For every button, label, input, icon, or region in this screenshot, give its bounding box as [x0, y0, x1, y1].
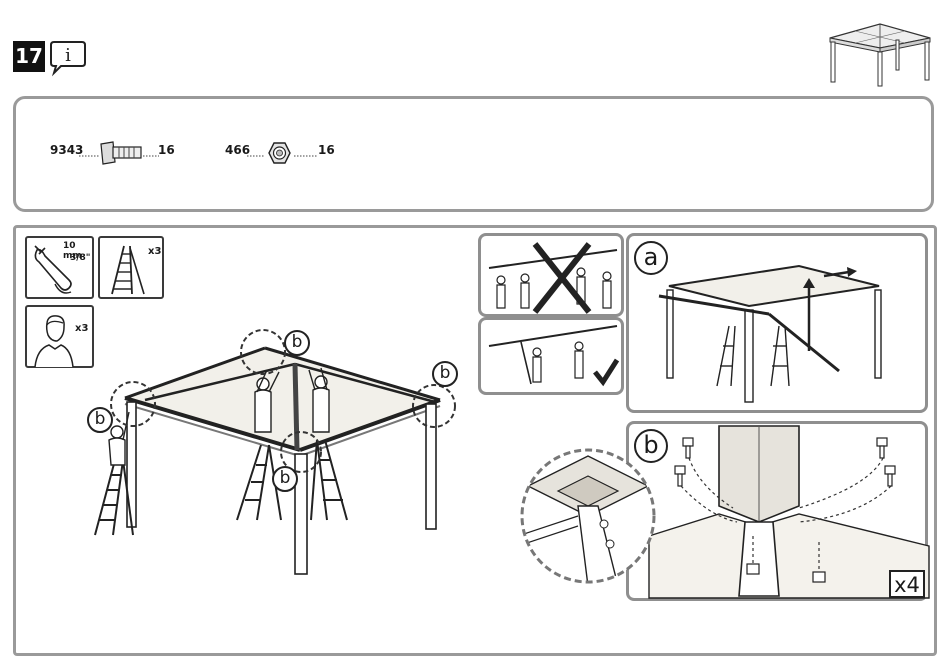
- person-tool-box: x3: [25, 305, 94, 368]
- gazebo-thumbnail-icon: [826, 22, 934, 86]
- bracket-bolting-illustration: [649, 426, 929, 598]
- callout-b-front: b: [272, 466, 298, 492]
- nut-icon: [247, 140, 319, 166]
- svg-text:i: i: [65, 45, 71, 66]
- magnified-bracket-detail: [518, 446, 658, 586]
- correct-lift-illustration: [485, 324, 621, 392]
- ladder-qty: x3: [148, 246, 161, 257]
- callout-a: a: [634, 241, 668, 275]
- ladder-tool-box: x3: [98, 236, 164, 299]
- wrong-method-panel: [478, 233, 624, 317]
- callout-b-left: b: [87, 407, 113, 433]
- wrench-tool-box: 10 mm 3/8": [25, 236, 94, 299]
- part-qty-466: 16: [318, 143, 335, 157]
- person-icon: [33, 313, 75, 367]
- wrench-size-imperial: 3/8": [70, 253, 91, 263]
- callout-b-top: b: [284, 330, 310, 356]
- callout-b-right: b: [432, 361, 458, 387]
- gazebo-frame-illustration: [85, 320, 465, 585]
- incorrect-lift-illustration: [485, 242, 621, 314]
- bolt-icon: [79, 140, 159, 166]
- frame-rotation-illustration: [659, 256, 909, 406]
- part-qty-9343: 16: [158, 143, 175, 157]
- step-number: 17: [13, 41, 45, 72]
- detail-a-panel: a: [626, 233, 928, 413]
- ladder-icon: [108, 244, 148, 296]
- info-icon: i: [49, 39, 87, 75]
- quantity-multiplier: x4: [889, 570, 925, 598]
- correct-method-panel: [478, 317, 624, 395]
- detail-b-panel: b x4: [626, 421, 928, 601]
